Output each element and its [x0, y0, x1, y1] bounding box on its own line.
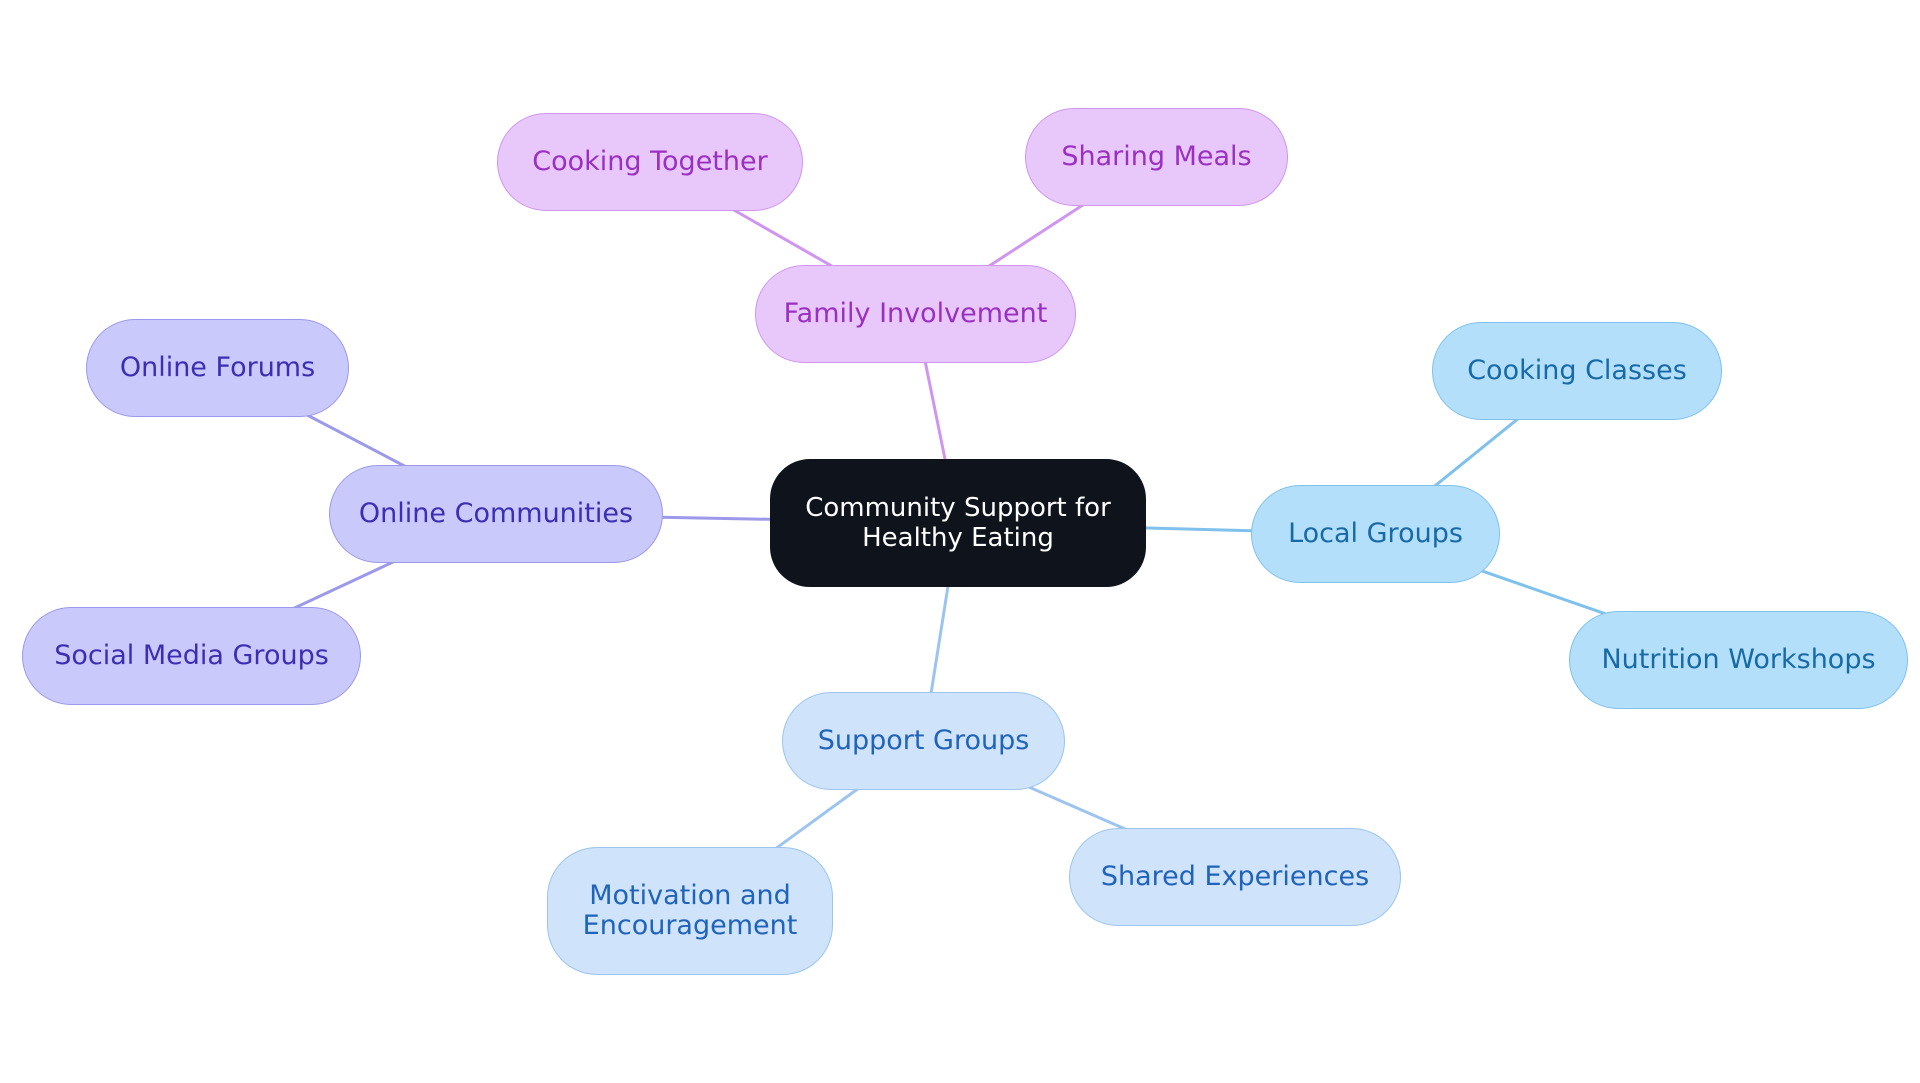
center-node: Community Support for Healthy Eating	[770, 459, 1146, 587]
leaf-node-shared-experiences: Shared Experiences	[1069, 828, 1401, 926]
branch-node-support-groups: Support Groups	[782, 692, 1065, 790]
branch-node-online-communities: Online Communities	[329, 465, 663, 563]
leaf-node-cooking-classes: Cooking Classes	[1432, 322, 1722, 420]
branch-node-local-groups: Local Groups	[1251, 485, 1500, 583]
leaf-node-social-media-groups: Social Media Groups	[22, 607, 361, 705]
leaf-node-sharing-meals: Sharing Meals	[1025, 108, 1288, 206]
branch-node-family-involvement: Family Involvement	[755, 265, 1076, 363]
leaf-node-online-forums: Online Forums	[86, 319, 349, 417]
leaf-node-nutrition-workshops: Nutrition Workshops	[1569, 611, 1908, 709]
leaf-node-motivation-and-encouragement: Motivation and Encouragement	[547, 847, 833, 975]
leaf-node-cooking-together: Cooking Together	[497, 113, 803, 211]
